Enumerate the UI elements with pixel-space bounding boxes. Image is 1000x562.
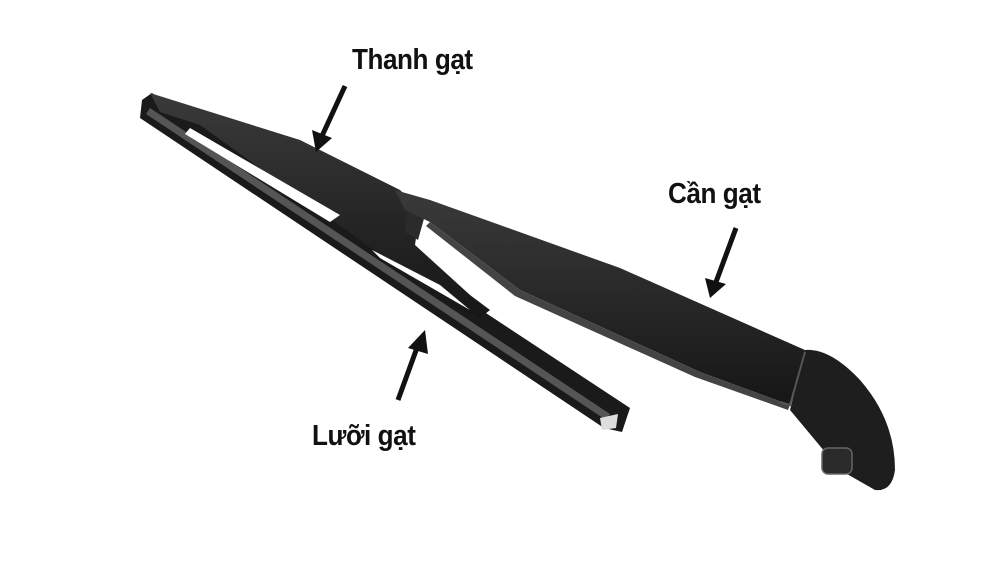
wiper-frame <box>150 93 490 318</box>
arrow-blade <box>395 330 428 401</box>
label-wiper-frame: Thanh gạt <box>352 44 473 76</box>
wiper-arm <box>395 190 895 491</box>
arrow-arm <box>705 227 739 298</box>
arrow-frame <box>312 84 348 152</box>
label-wiper-arm: Cần gạt <box>668 178 761 210</box>
label-wiper-blade: Lưỡi gạt <box>312 420 416 452</box>
